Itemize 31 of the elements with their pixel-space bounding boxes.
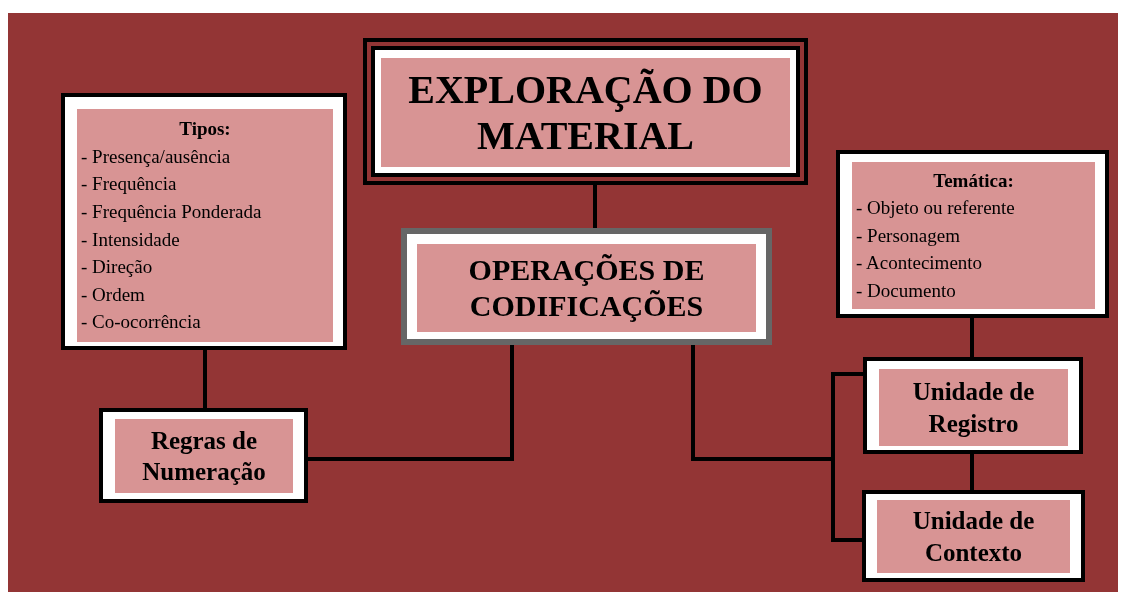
list-item: - Intensidade [81,227,181,252]
connector-line [308,345,514,461]
list-item: - Frequência Ponderada [81,199,263,224]
connector-line [691,345,862,542]
process-box [862,490,1085,582]
box-label: Unidade de Registro [911,377,1036,439]
box-label: Regras de Numeração [141,425,267,487]
list-heading: Tipos: [178,117,232,142]
connector-line [970,454,974,490]
connector-line [593,185,597,228]
list-heading: Temática: [932,168,1015,193]
list-item: - Objeto ou referente [856,196,1016,221]
list-item: - Documento [856,278,957,303]
connector-line [970,318,974,357]
process-box [61,93,347,350]
list-item: - Ordem [81,282,146,307]
process-box [401,228,772,345]
list-item: - Co-ocorrência [81,310,202,335]
list-item: - Personagem [856,223,961,248]
list-item: - Presença/ausência [81,144,232,169]
box-label: Unidade de Contexto [911,506,1036,568]
box-label: OPERAÇÕES DE CODIFICAÇÕES [467,252,706,324]
connector-line [203,350,207,408]
list-item: - Acontecimento [856,251,984,276]
box-label: EXPLORAÇÃO DO MATERIAL [407,66,764,159]
list-item: - Frequência [81,172,178,197]
process-box [363,38,808,185]
process-box [836,150,1109,318]
process-box [99,408,308,503]
list-item: - Direção [81,255,154,280]
process-box [863,357,1083,454]
